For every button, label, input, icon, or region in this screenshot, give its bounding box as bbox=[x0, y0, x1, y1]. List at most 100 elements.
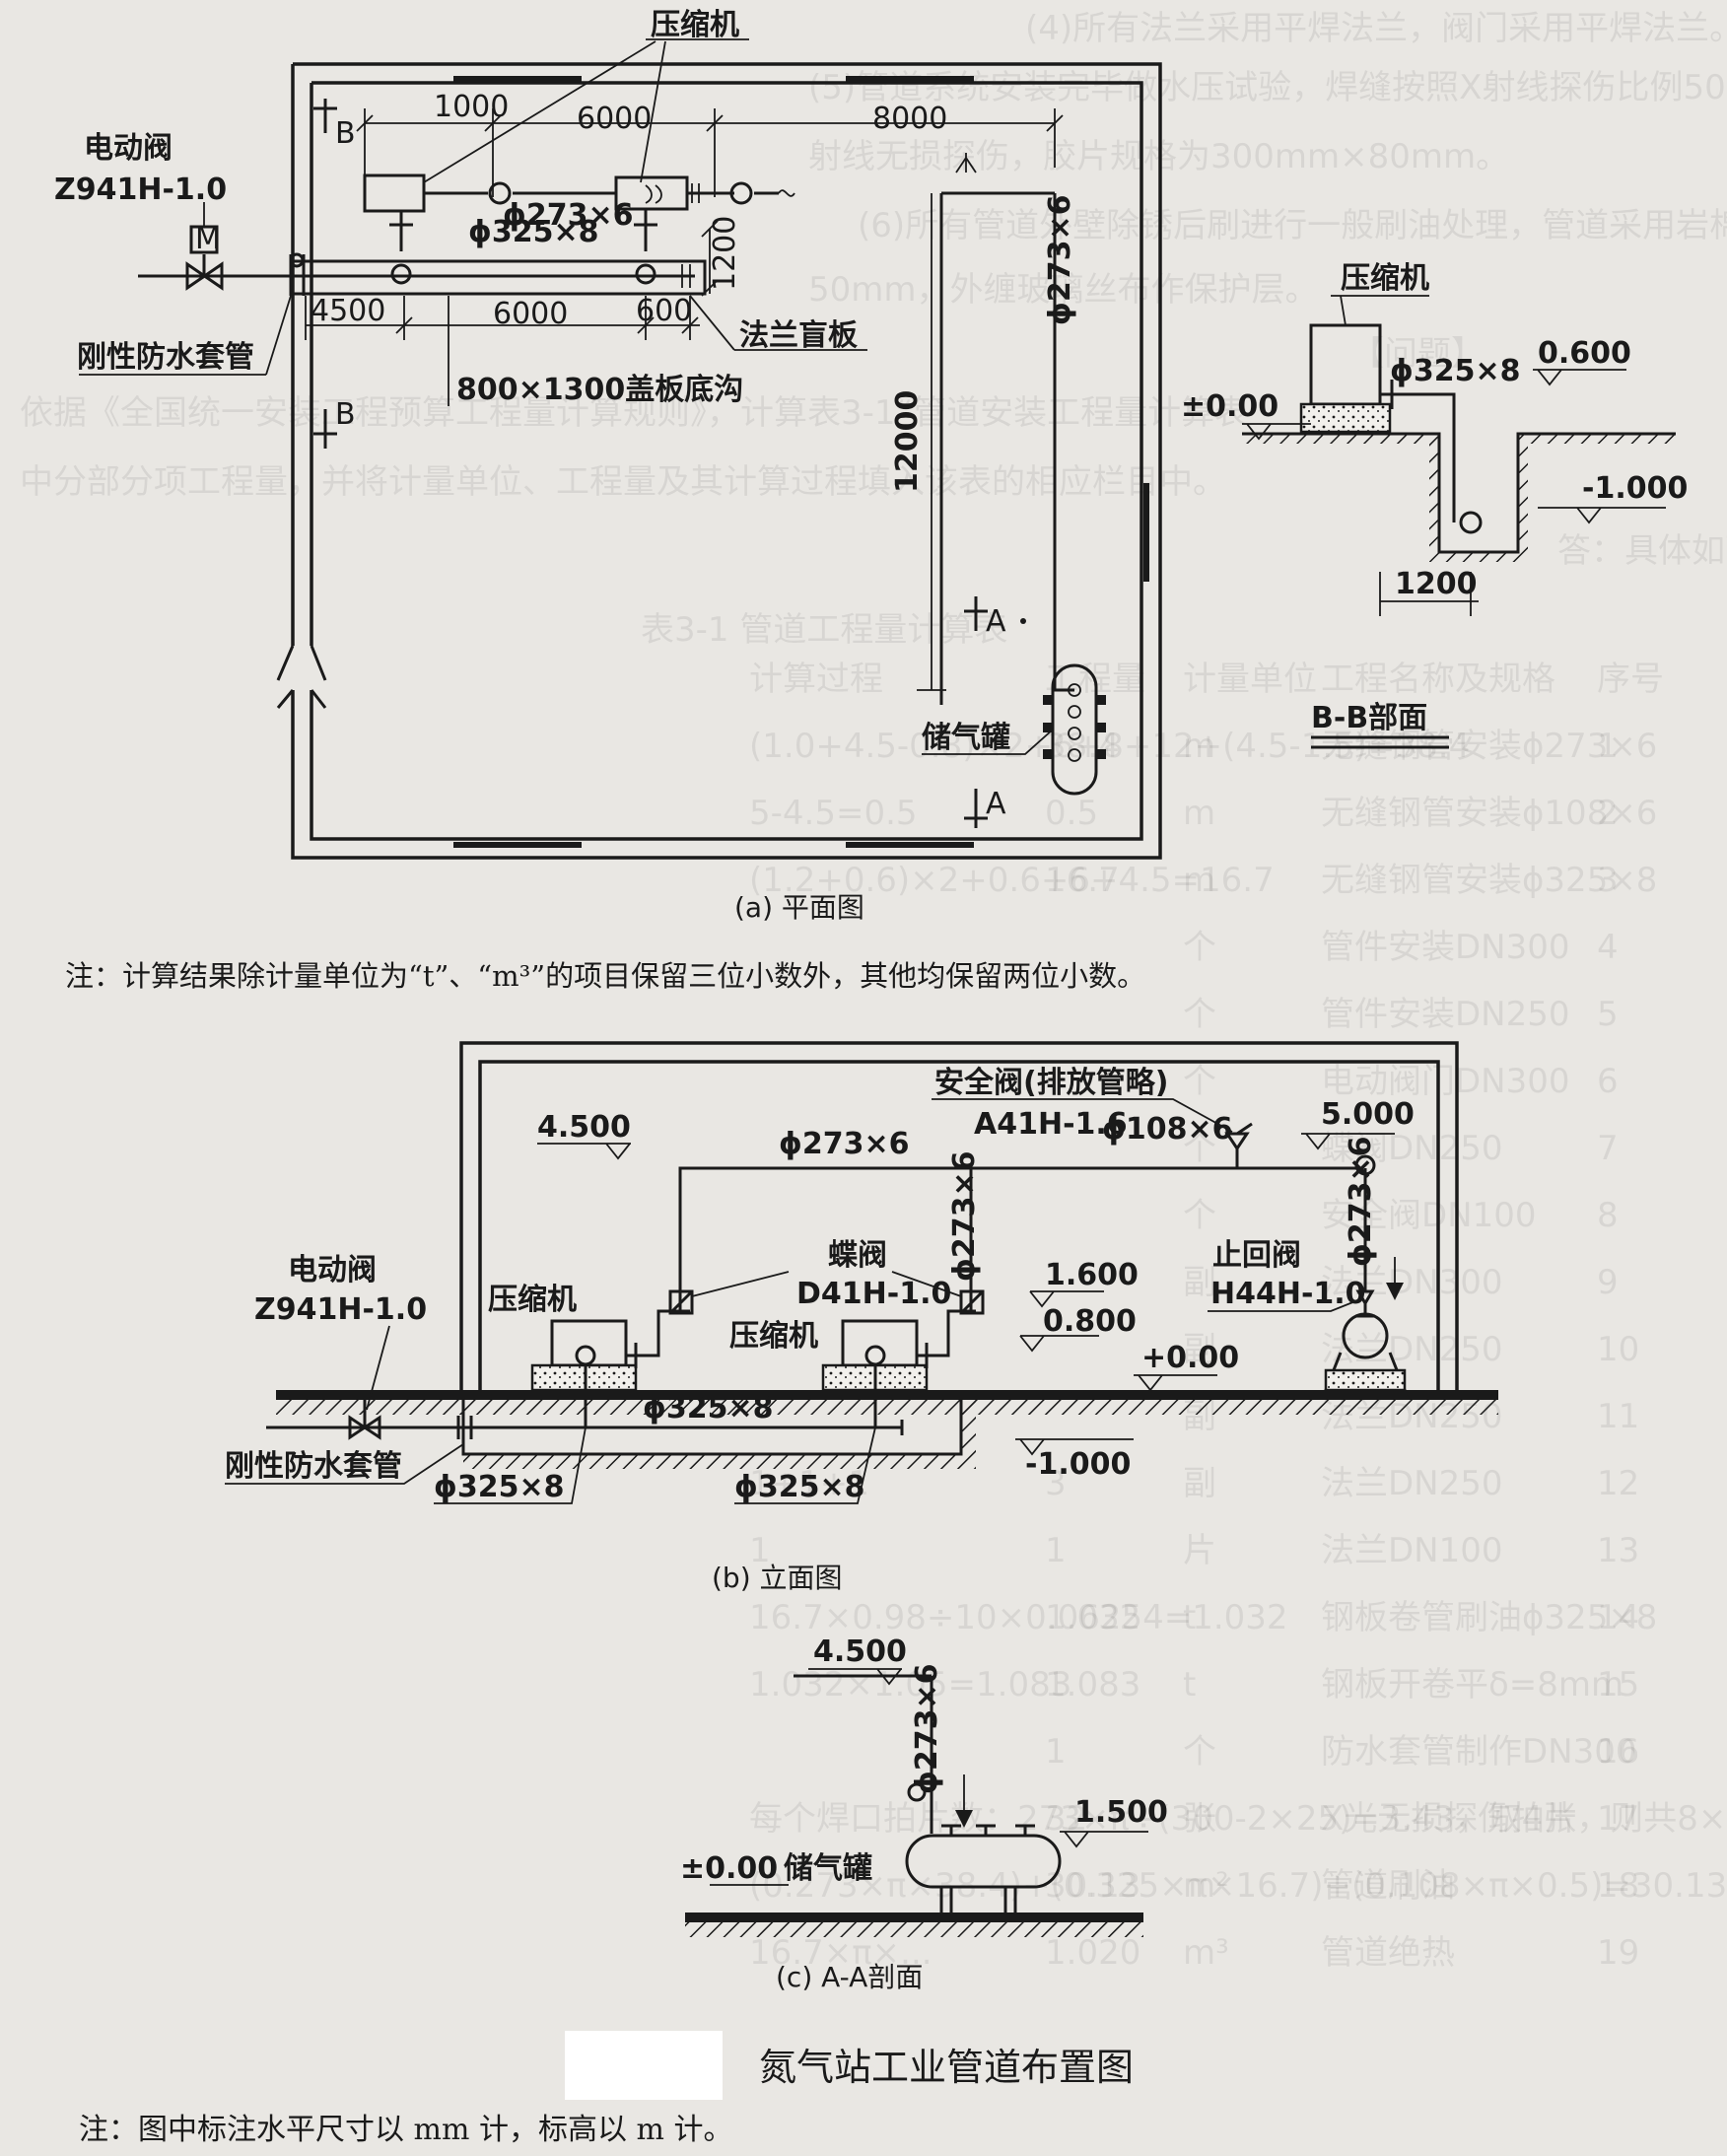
plan-drop-2 bbox=[634, 209, 657, 251]
bleed-table-cell: 5 bbox=[1597, 995, 1619, 1034]
plan-door bbox=[276, 645, 327, 709]
bleed-table-cell: 个 bbox=[1183, 995, 1216, 1034]
bleed-table-cell: 安全阀DN100 bbox=[1321, 1196, 1537, 1235]
plan-compressor-1 bbox=[363, 174, 426, 213]
elev-mark-1600: 1.600 bbox=[1029, 1258, 1139, 1308]
bleed-table-cell: 2 bbox=[1597, 794, 1619, 833]
plan-compressor-leaders bbox=[423, 38, 749, 183]
bleed-table-cell: 管道刷油 bbox=[1321, 1866, 1455, 1906]
section-aa-view: 4.500 ϕ273×6 1.500 ±0.00 储气罐 (c) A-A剖面 bbox=[680, 1634, 1168, 1993]
bleed-table-cell: (0.273×π×38.4)+(0.325×π×16.7)+(0.108×π×0… bbox=[749, 1866, 1727, 1906]
bb-compressor-label: 压缩机 bbox=[1341, 261, 1429, 296]
bleed-table-cell: 15 bbox=[1597, 1665, 1639, 1704]
aa-tank bbox=[905, 1834, 1062, 1889]
svg-text:4.500: 4.500 bbox=[537, 1110, 631, 1145]
plan-dimension-top: 1000 6000 8000 bbox=[356, 90, 1064, 197]
bleed-table-cell: 1.020 bbox=[1045, 1933, 1140, 1973]
elev-pipe-273-top-label: ϕ273×6 bbox=[779, 1127, 910, 1161]
bb-title-underline bbox=[1311, 735, 1449, 749]
bleed-table: 序号工程名称及规格计量单位工程量计算过程1无缝钢管安装ϕ273×6m38.4(1… bbox=[749, 660, 1727, 1973]
bb-pipe-section bbox=[1459, 511, 1483, 534]
section-b-marker-bottom: B bbox=[313, 397, 356, 449]
plan-trench bbox=[293, 259, 707, 296]
bleed-table-cell: X光无损探伤拍片 bbox=[1321, 1799, 1578, 1839]
bleed-line-1: (4)所有法兰采用平焊法兰，阀门采用平焊法兰。 bbox=[1025, 9, 1727, 48]
bleed-table-cell: 1 bbox=[1045, 1732, 1067, 1772]
bleed-table-cell: t bbox=[1183, 1598, 1196, 1637]
bleed-table-cell: 16.7×0.98÷10×0.06254=1.032 bbox=[749, 1598, 1288, 1637]
elev-butterfly-valve-2 bbox=[959, 1289, 985, 1315]
plan-drop-1 bbox=[389, 211, 413, 251]
plan-tank-label: 储气罐 bbox=[922, 721, 1010, 755]
bleed-line-6: 【问题】 bbox=[1350, 334, 1485, 374]
bleed-line-2: (5)管道系统安装完毕做水压试验，焊缝按照X射线探伤比例50%进行X光 bbox=[808, 68, 1727, 107]
bleed-table-cell: 14 bbox=[1597, 1598, 1639, 1637]
plan-view: 压缩机 1000 6000 8000 B ϕ273×6 ϕ273×6 bbox=[54, 8, 1162, 924]
bleed-table-cell: 电动阀门DN300 bbox=[1321, 1062, 1570, 1101]
elev-tank-base bbox=[1324, 1368, 1407, 1392]
plan-dimension-12000 bbox=[917, 193, 946, 691]
elev-motor-valve-model: Z941H-1.0 bbox=[254, 1292, 427, 1327]
aa-elevation-zero: ±0.00 bbox=[680, 1851, 789, 1886]
bleed-table-cell: 个 bbox=[1183, 1062, 1216, 1101]
plan-sleeve-leader bbox=[79, 295, 292, 376]
plan-caption: (a) 平面图 bbox=[734, 891, 864, 924]
bleed-table-cell: m³ bbox=[1183, 1933, 1229, 1973]
elev-mark-0000: +0.00 bbox=[1134, 1341, 1239, 1392]
elev-pipe-325-left-leader bbox=[434, 1426, 587, 1504]
bleed-through-text: (4)所有法兰采用平焊法兰，阀门采用平焊法兰。 (5)管道系统安装完毕做水压试验… bbox=[20, 9, 1727, 1973]
section-a-label-bottom: A bbox=[986, 787, 1006, 821]
svg-text:0.800: 0.800 bbox=[1043, 1304, 1137, 1339]
bleed-table-head: 序号 bbox=[1597, 660, 1664, 699]
bb-compressor-leader bbox=[1331, 295, 1429, 326]
elev-pipe-325-left-label: ϕ325×8 bbox=[434, 1470, 565, 1504]
svg-text:4.500: 4.500 bbox=[813, 1634, 907, 1669]
bleed-table-cell: 管道绝热 bbox=[1321, 1933, 1455, 1973]
plan-pipe-273-label: ϕ273×6 bbox=[503, 198, 634, 233]
plan-trench-label: 800×1300盖板底沟 bbox=[456, 373, 743, 407]
bleed-table-cell: m bbox=[1183, 727, 1215, 766]
aa-tank-label: 储气罐 bbox=[784, 1851, 872, 1886]
svg-text:5.000: 5.000 bbox=[1321, 1097, 1415, 1132]
plan-north-arrow bbox=[955, 153, 977, 174]
bleed-table-title: 表3-1 管道工程量计算表 bbox=[641, 610, 1007, 650]
elev-safety-valve-model: A41H-1.6 bbox=[974, 1107, 1128, 1142]
bleed-table-cell: 3 bbox=[1597, 861, 1619, 900]
bleed-table-cell: 法兰DN250 bbox=[1321, 1330, 1503, 1369]
elev-safety-valve-label: 安全阀(排放管略) bbox=[934, 1066, 1168, 1100]
svg-text:1.500: 1.500 bbox=[1074, 1795, 1168, 1830]
bleed-table-cell: 每个焊口拍片数：273×π÷(300-2×25)=3.43，取4张，则共8×4=… bbox=[749, 1799, 1727, 1839]
bleed-table-cell: 个 bbox=[1183, 1196, 1216, 1235]
elev-check-valve-leader bbox=[1208, 1298, 1361, 1312]
bb-outlet bbox=[1380, 380, 1400, 409]
dim-8000: 8000 bbox=[872, 102, 947, 136]
bleed-line-9: 答：具体如下： bbox=[1557, 531, 1727, 571]
dim-1200: 1200 bbox=[708, 216, 742, 291]
bleed-table-cell: m bbox=[1183, 861, 1215, 900]
elev-compressor-2 bbox=[821, 1309, 976, 1392]
bleed-table-cell: 19 bbox=[1597, 1933, 1639, 1973]
elev-compressor-2-label: 压缩机 bbox=[729, 1319, 818, 1354]
bleed-table-cell: 管件安装DN300 bbox=[1321, 928, 1570, 967]
dim-6000-bottom: 6000 bbox=[493, 297, 568, 331]
bleed-table-cell: t bbox=[1183, 1665, 1196, 1704]
bleed-table-cell: 1.083 bbox=[1045, 1665, 1140, 1704]
plan-compressor-2-mark bbox=[645, 184, 662, 204]
plan-pipe-273-riser bbox=[939, 191, 1055, 705]
bleed-table-cell: m bbox=[1183, 794, 1215, 833]
elev-butterfly-label: 蝶阀 bbox=[828, 1238, 887, 1273]
bleed-table-cell: 1 bbox=[1045, 1531, 1067, 1570]
svg-text:±0.00: ±0.00 bbox=[680, 1851, 778, 1886]
section-b-marker-top: B bbox=[313, 99, 356, 151]
bleed-line-4: (6)所有管道外壁除锈后刷进行一般刷油处理，管道采用岩棉管壳保温，绝热层厚δ= bbox=[858, 206, 1727, 245]
elev-mark-0800: 0.800 bbox=[1019, 1304, 1137, 1353]
bleed-table-cell: 钢板开卷平δ=8mm bbox=[1321, 1665, 1623, 1704]
svg-text:+0.00: +0.00 bbox=[1141, 1341, 1239, 1375]
bleed-table-cell: 管件安装DN250 bbox=[1321, 995, 1570, 1034]
svg-text:-1.000: -1.000 bbox=[1025, 1447, 1131, 1482]
elevation-view: 电动阀 Z941H-1.0 刚性防水套管 压缩机 压缩机 bbox=[225, 1041, 1498, 1594]
aa-pipe-top bbox=[794, 1674, 933, 1686]
elev-ground-hatch bbox=[276, 1400, 1498, 1415]
elev-mark-m1000: -1.000 bbox=[1015, 1438, 1134, 1482]
